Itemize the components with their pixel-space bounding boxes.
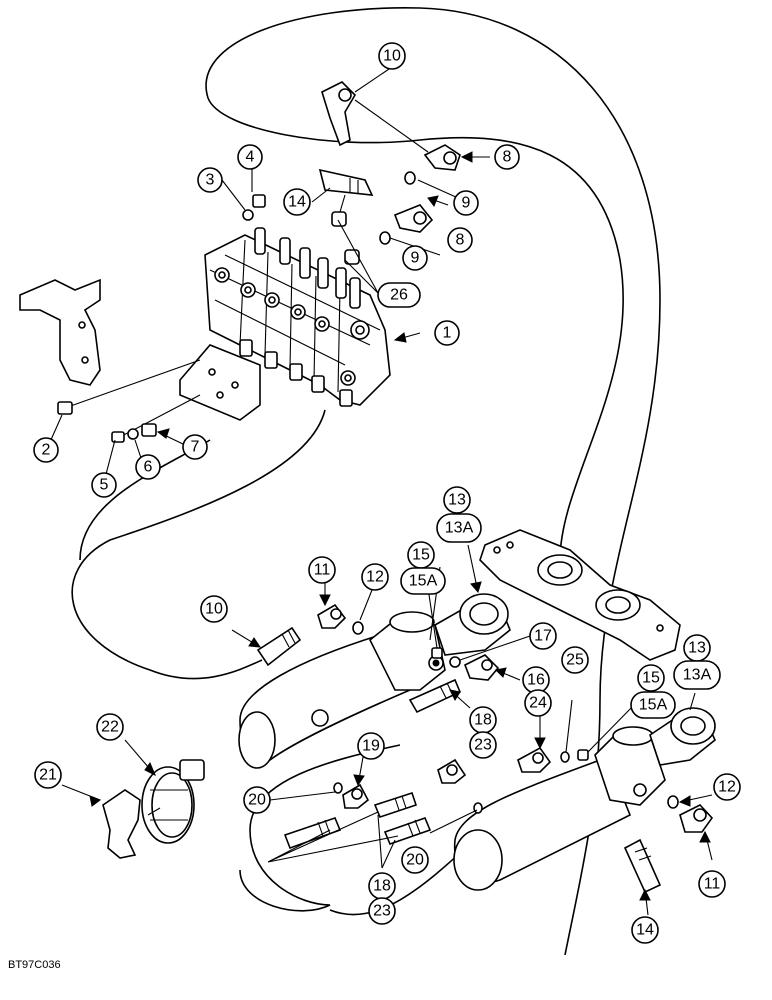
callouts: 10 4 3 8 14 9 8 9 26 1 2 7 6 5 13 13A 15… [33, 42, 741, 944]
callout-10-top: 10 [378, 42, 406, 70]
control-valve-body [204, 227, 391, 407]
callout-label: 25 [566, 652, 584, 669]
callout-5: 5 [91, 472, 117, 498]
callout-20-right: 20 [401, 846, 429, 874]
callout-label: 15 [642, 670, 660, 687]
callout-13A-upper: 13A [436, 513, 482, 543]
mounting-plate [179, 344, 261, 421]
callout-label: 13 [448, 492, 466, 509]
callout-22: 22 [96, 713, 124, 741]
callout-label: 14 [288, 194, 306, 211]
callout-label: 2 [42, 442, 51, 459]
callout-label: 13 [688, 640, 706, 657]
callout-26: 26 [377, 282, 421, 308]
callout-17: 17 [529, 622, 557, 650]
callout-label: 26 [390, 287, 408, 304]
cylinder-fittings [256, 603, 714, 894]
callout-14-lower: 14 [631, 916, 659, 944]
callout-label: 18 [474, 712, 492, 729]
callout-23-lower: 23 [368, 897, 396, 925]
callout-label: 10 [383, 48, 401, 65]
callout-label: 18 [373, 878, 391, 895]
callout-7: 7 [182, 434, 208, 460]
callout-label: 19 [362, 738, 380, 755]
callout-label: 8 [503, 149, 512, 166]
callout-12-lower: 12 [713, 773, 741, 801]
callout-8-lower: 8 [447, 227, 473, 253]
callout-10-lower: 10 [200, 595, 228, 623]
callout-label: 21 [39, 767, 57, 784]
callout-3: 3 [197, 167, 223, 193]
callout-label: 20 [248, 792, 266, 809]
callout-13-lower: 13 [683, 634, 711, 662]
figure-code: BT97C036 [8, 959, 61, 971]
leader-arrowheads [89, 151, 711, 901]
callout-6: 6 [135, 454, 161, 480]
callout-9-upper: 9 [453, 190, 479, 216]
callout-label: 4 [246, 149, 255, 166]
callout-23-upper: 23 [469, 731, 497, 759]
callout-20-left: 20 [243, 786, 271, 814]
callout-2: 2 [33, 437, 59, 463]
callout-label: 11 [314, 562, 331, 579]
callout-label: 14 [636, 922, 654, 939]
callout-13-upper: 13 [443, 486, 471, 514]
callout-15-lower: 15 [637, 664, 665, 692]
callout-label: 3 [206, 172, 215, 189]
callout-8-upper: 8 [494, 144, 520, 170]
callout-12-upper: 12 [361, 563, 389, 591]
callout-label: 15A [639, 697, 668, 714]
callout-24: 24 [524, 689, 552, 717]
callout-label: 12 [366, 569, 384, 586]
callout-label: 16 [527, 672, 545, 689]
callout-9-lower: 9 [402, 245, 428, 271]
callout-15A-upper: 15A [400, 567, 446, 595]
callout-label: 9 [462, 195, 471, 212]
callout-16: 16 [522, 666, 550, 694]
callout-label: 1 [443, 325, 452, 342]
callout-label: 5 [100, 477, 109, 494]
callout-label: 9 [411, 250, 420, 267]
callout-18-upper: 18 [469, 706, 497, 734]
callout-label: 17 [534, 628, 552, 645]
mounting-bracket-left [19, 278, 101, 386]
callout-label: 24 [529, 695, 547, 712]
callout-label: 23 [474, 737, 492, 754]
callout-label: 6 [144, 459, 153, 476]
callout-label: 10 [205, 601, 223, 618]
callout-label: 23 [373, 903, 391, 920]
callout-25: 25 [561, 646, 589, 674]
callout-label: 8 [456, 232, 465, 249]
callout-label: 11 [704, 876, 721, 893]
callout-15-upper: 15 [407, 541, 435, 569]
callout-1: 1 [434, 320, 460, 346]
hydraulic-cylinder-lower [453, 707, 716, 891]
callout-21: 21 [34, 761, 62, 789]
swing-linkage [479, 529, 681, 661]
callout-label: 22 [101, 719, 119, 736]
callout-label: 13A [445, 520, 474, 537]
valve-hardware [57, 194, 266, 443]
callout-14-upper: 14 [283, 188, 311, 216]
callout-11-upper: 11 [308, 556, 336, 584]
callout-13A-lower: 13A [673, 660, 721, 690]
callout-19: 19 [357, 732, 385, 760]
callout-11-lower: 11 [698, 870, 726, 898]
callout-label: 15 [412, 547, 430, 564]
callout-4: 4 [237, 144, 263, 170]
callout-label: 7 [191, 439, 200, 456]
callout-18-lower: 18 [368, 872, 396, 900]
callout-label: 15A [409, 573, 438, 590]
valve-top-fittings [318, 81, 461, 265]
hydraulic-cylinder-upper [238, 593, 511, 769]
callout-label: 20 [406, 852, 424, 869]
callout-label: 12 [718, 779, 736, 796]
callout-15A-lower: 15A [630, 691, 676, 719]
hose-clamp-and-bracket [102, 759, 205, 859]
callout-label: 13A [683, 667, 712, 684]
